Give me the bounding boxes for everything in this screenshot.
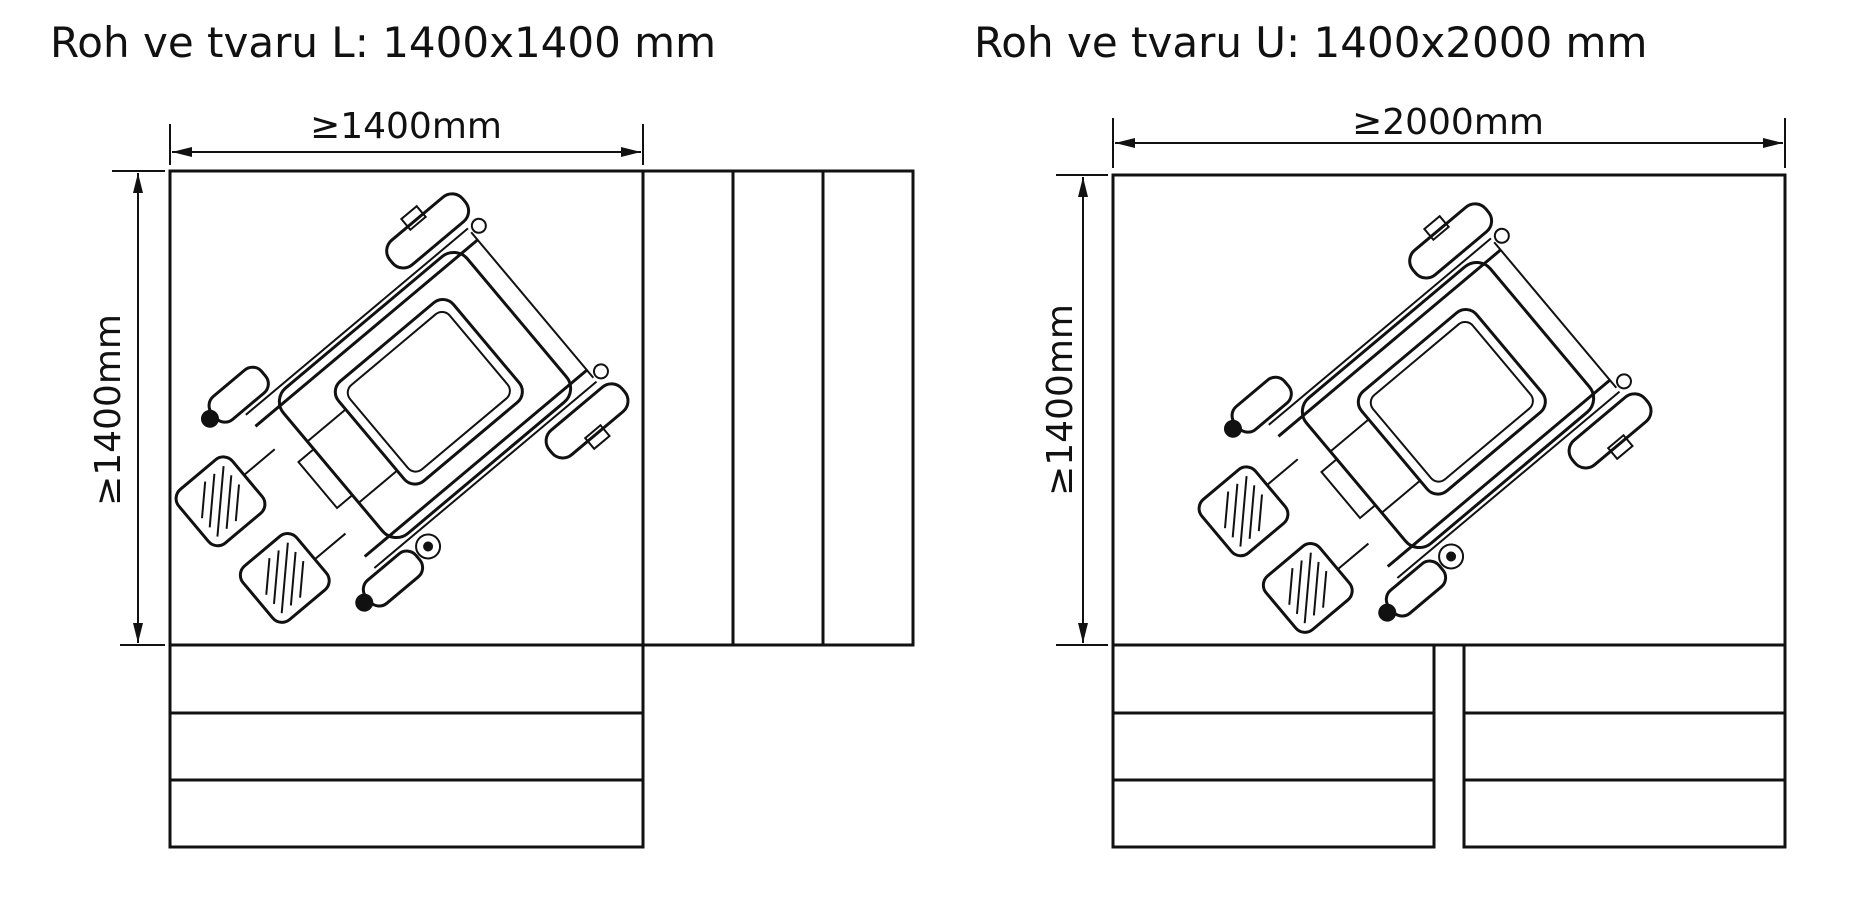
corridor-bottom-left-u: [1111, 643, 1436, 849]
wheelchair-icon: [127, 177, 644, 679]
height-label-u: ≥1400mm: [1040, 304, 1081, 496]
corridor-right-l: [641, 169, 915, 647]
width-label-u: ≥2000mm: [1352, 102, 1544, 143]
width-label-l: ≥1400mm: [310, 106, 502, 147]
corridor-bottom-right-u: [1462, 643, 1787, 849]
u-corner-diagram: ≥2000mm ≥1400mm: [1040, 102, 1787, 849]
height-label-l: ≥1400mm: [88, 314, 129, 506]
turning-rectangle-u: [1111, 173, 1787, 647]
diagram-title-u-corner: Roh ve tvaru U: 1400x2000 mm: [974, 18, 1648, 67]
wheelchair-icon: [1150, 187, 1667, 689]
corridor-bottom-l: [168, 643, 645, 849]
l-corner-diagram: ≥1400mm ≥1400mm: [88, 106, 915, 849]
diagram-title-l-corner: Roh ve tvaru L: 1400x1400 mm: [50, 18, 717, 67]
